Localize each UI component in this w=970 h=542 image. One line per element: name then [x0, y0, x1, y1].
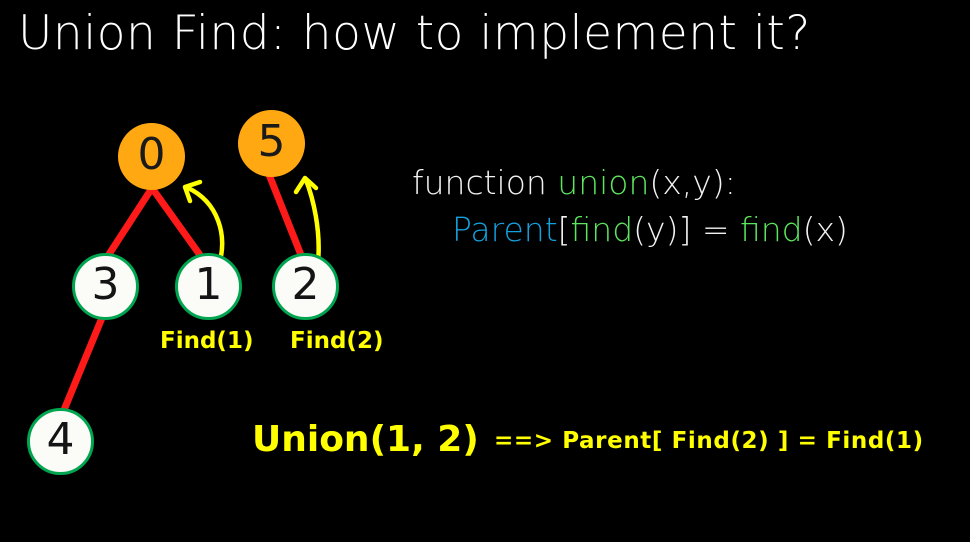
graph-node-2[interactable]: 2: [272, 253, 339, 320]
code-token-x-args: (x): [802, 209, 848, 249]
union-call-label: Union(1, 2): [252, 419, 479, 460]
find-2-label: Find(2): [290, 328, 384, 354]
code-token-find-x: find: [739, 209, 803, 249]
code-token-open-bracket: [: [557, 209, 571, 249]
graph-node-4[interactable]: 4: [27, 408, 94, 475]
code-name-union: union: [557, 163, 650, 202]
edge-0-1: [148, 184, 209, 266]
page-title: Union Find: how to implement it?: [18, 6, 811, 61]
edge-5-2: [264, 168, 307, 264]
graph-node-4-label: 4: [46, 413, 75, 465]
code-line-1: function union(x,y):: [412, 163, 736, 202]
code-keyword-function: function: [412, 163, 558, 202]
union-expansion-label: ==> Parent[ Find(2) ] = Find(1): [494, 428, 924, 454]
graph-node-1-label: 1: [194, 258, 223, 310]
code-token-close-bracket: ] =: [678, 209, 740, 249]
graph-node-3[interactable]: 3: [72, 253, 139, 320]
find-1-arrowhead: [182, 179, 203, 204]
graph-node-5[interactable]: 5: [238, 110, 305, 177]
edge-0-3: [100, 184, 156, 266]
graph-node-0[interactable]: 0: [118, 123, 185, 190]
graph-node-3-label: 3: [91, 258, 120, 310]
find-1-label: Find(1): [160, 328, 254, 354]
pseudocode-block: function union(x,y): Parent[find(y)] = f…: [412, 160, 848, 254]
graph-node-1[interactable]: 1: [175, 253, 242, 320]
find-2-arrow: [303, 177, 321, 265]
edge-3-4: [60, 309, 108, 414]
code-token-find-y: find: [570, 209, 634, 249]
code-line-2: Parent[find(y)] = find(x): [412, 207, 848, 254]
code-token-y-args: (y): [633, 209, 679, 249]
graph-node-5-label: 5: [257, 115, 286, 167]
find-2-arrowhead: [293, 175, 319, 195]
graph-node-2-label: 2: [291, 258, 320, 310]
code-token-parent: Parent: [452, 209, 558, 249]
code-signature-union: (x,y):: [649, 163, 736, 202]
graph-node-0-label: 0: [137, 128, 166, 180]
